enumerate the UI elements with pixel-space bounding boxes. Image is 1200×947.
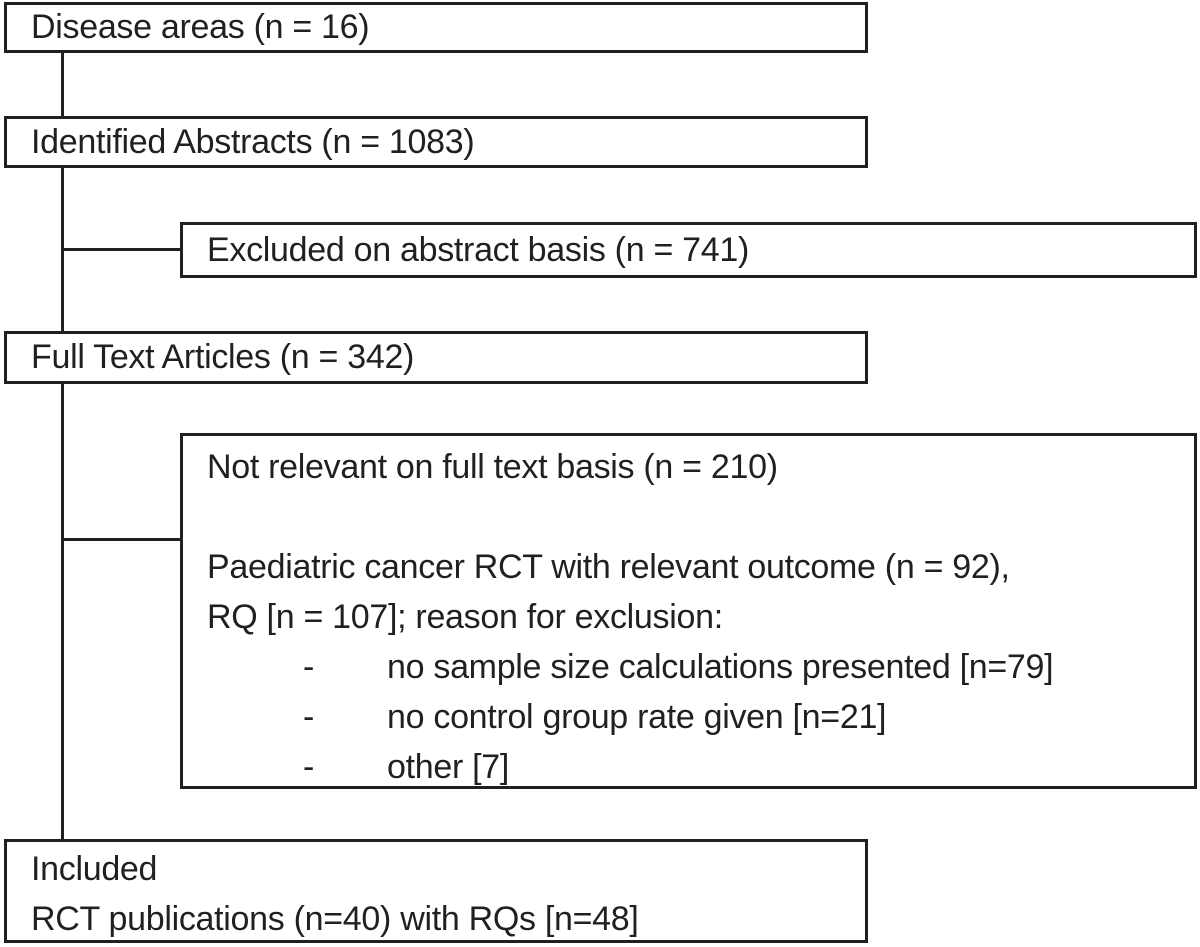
included-title-line: Included bbox=[31, 850, 158, 888]
box-included: Included RCT publications (n=40) with RQ… bbox=[4, 839, 868, 943]
bullet-dash: - bbox=[303, 648, 315, 686]
included-publications-line: RCT publications (n=40) with RQs [n=48] bbox=[31, 900, 639, 938]
box-full-text-articles: Full Text Articles (n = 342) bbox=[4, 331, 868, 384]
exclusion-bullet-sample-size: - no sample size calculations presented … bbox=[207, 642, 1186, 692]
box-full-text-articles-label: Full Text Articles (n = 342) bbox=[31, 338, 415, 376]
exclusion-reason-line: RQ [n = 107]; reason for exclusion: bbox=[207, 598, 723, 636]
blank-line bbox=[207, 492, 1186, 542]
bullet-dash: - bbox=[303, 698, 315, 736]
exclusion-paediatric-line: Paediatric cancer RCT with relevant outc… bbox=[207, 548, 1010, 586]
exclusion-bullet-sample-size-text: no sample size calculations presented [n… bbox=[387, 648, 1054, 686]
box-disease-areas: Disease areas (n = 16) bbox=[4, 2, 868, 53]
exclusion-bullet-control-group: - no control group rate given [n=21] bbox=[207, 692, 1186, 742]
box-full-text-exclusions: Not relevant on full text basis (n = 210… bbox=[180, 433, 1197, 789]
connector-branch-not-relevant bbox=[61, 538, 180, 541]
box-excluded-abstracts-label: Excluded on abstract basis (n = 741) bbox=[207, 230, 750, 269]
connector-branch-excluded bbox=[61, 248, 180, 251]
exclusion-not-relevant-line: Not relevant on full text basis (n = 210… bbox=[207, 448, 778, 486]
box-identified-abstracts-label: Identified Abstracts (n = 1083) bbox=[31, 122, 475, 161]
box-identified-abstracts: Identified Abstracts (n = 1083) bbox=[4, 116, 868, 168]
connector-fulltext-to-included bbox=[61, 384, 64, 839]
exclusion-bullet-other: - other [7] bbox=[207, 742, 1186, 792]
box-excluded-abstracts: Excluded on abstract basis (n = 741) bbox=[180, 222, 1197, 278]
bullet-dash: - bbox=[303, 748, 315, 786]
connector-disease-to-abstracts bbox=[61, 53, 64, 116]
exclusion-bullet-control-group-text: no control group rate given [n=21] bbox=[387, 698, 887, 736]
exclusion-bullet-other-text: other [7] bbox=[387, 748, 510, 786]
box-disease-areas-label: Disease areas (n = 16) bbox=[31, 8, 370, 46]
